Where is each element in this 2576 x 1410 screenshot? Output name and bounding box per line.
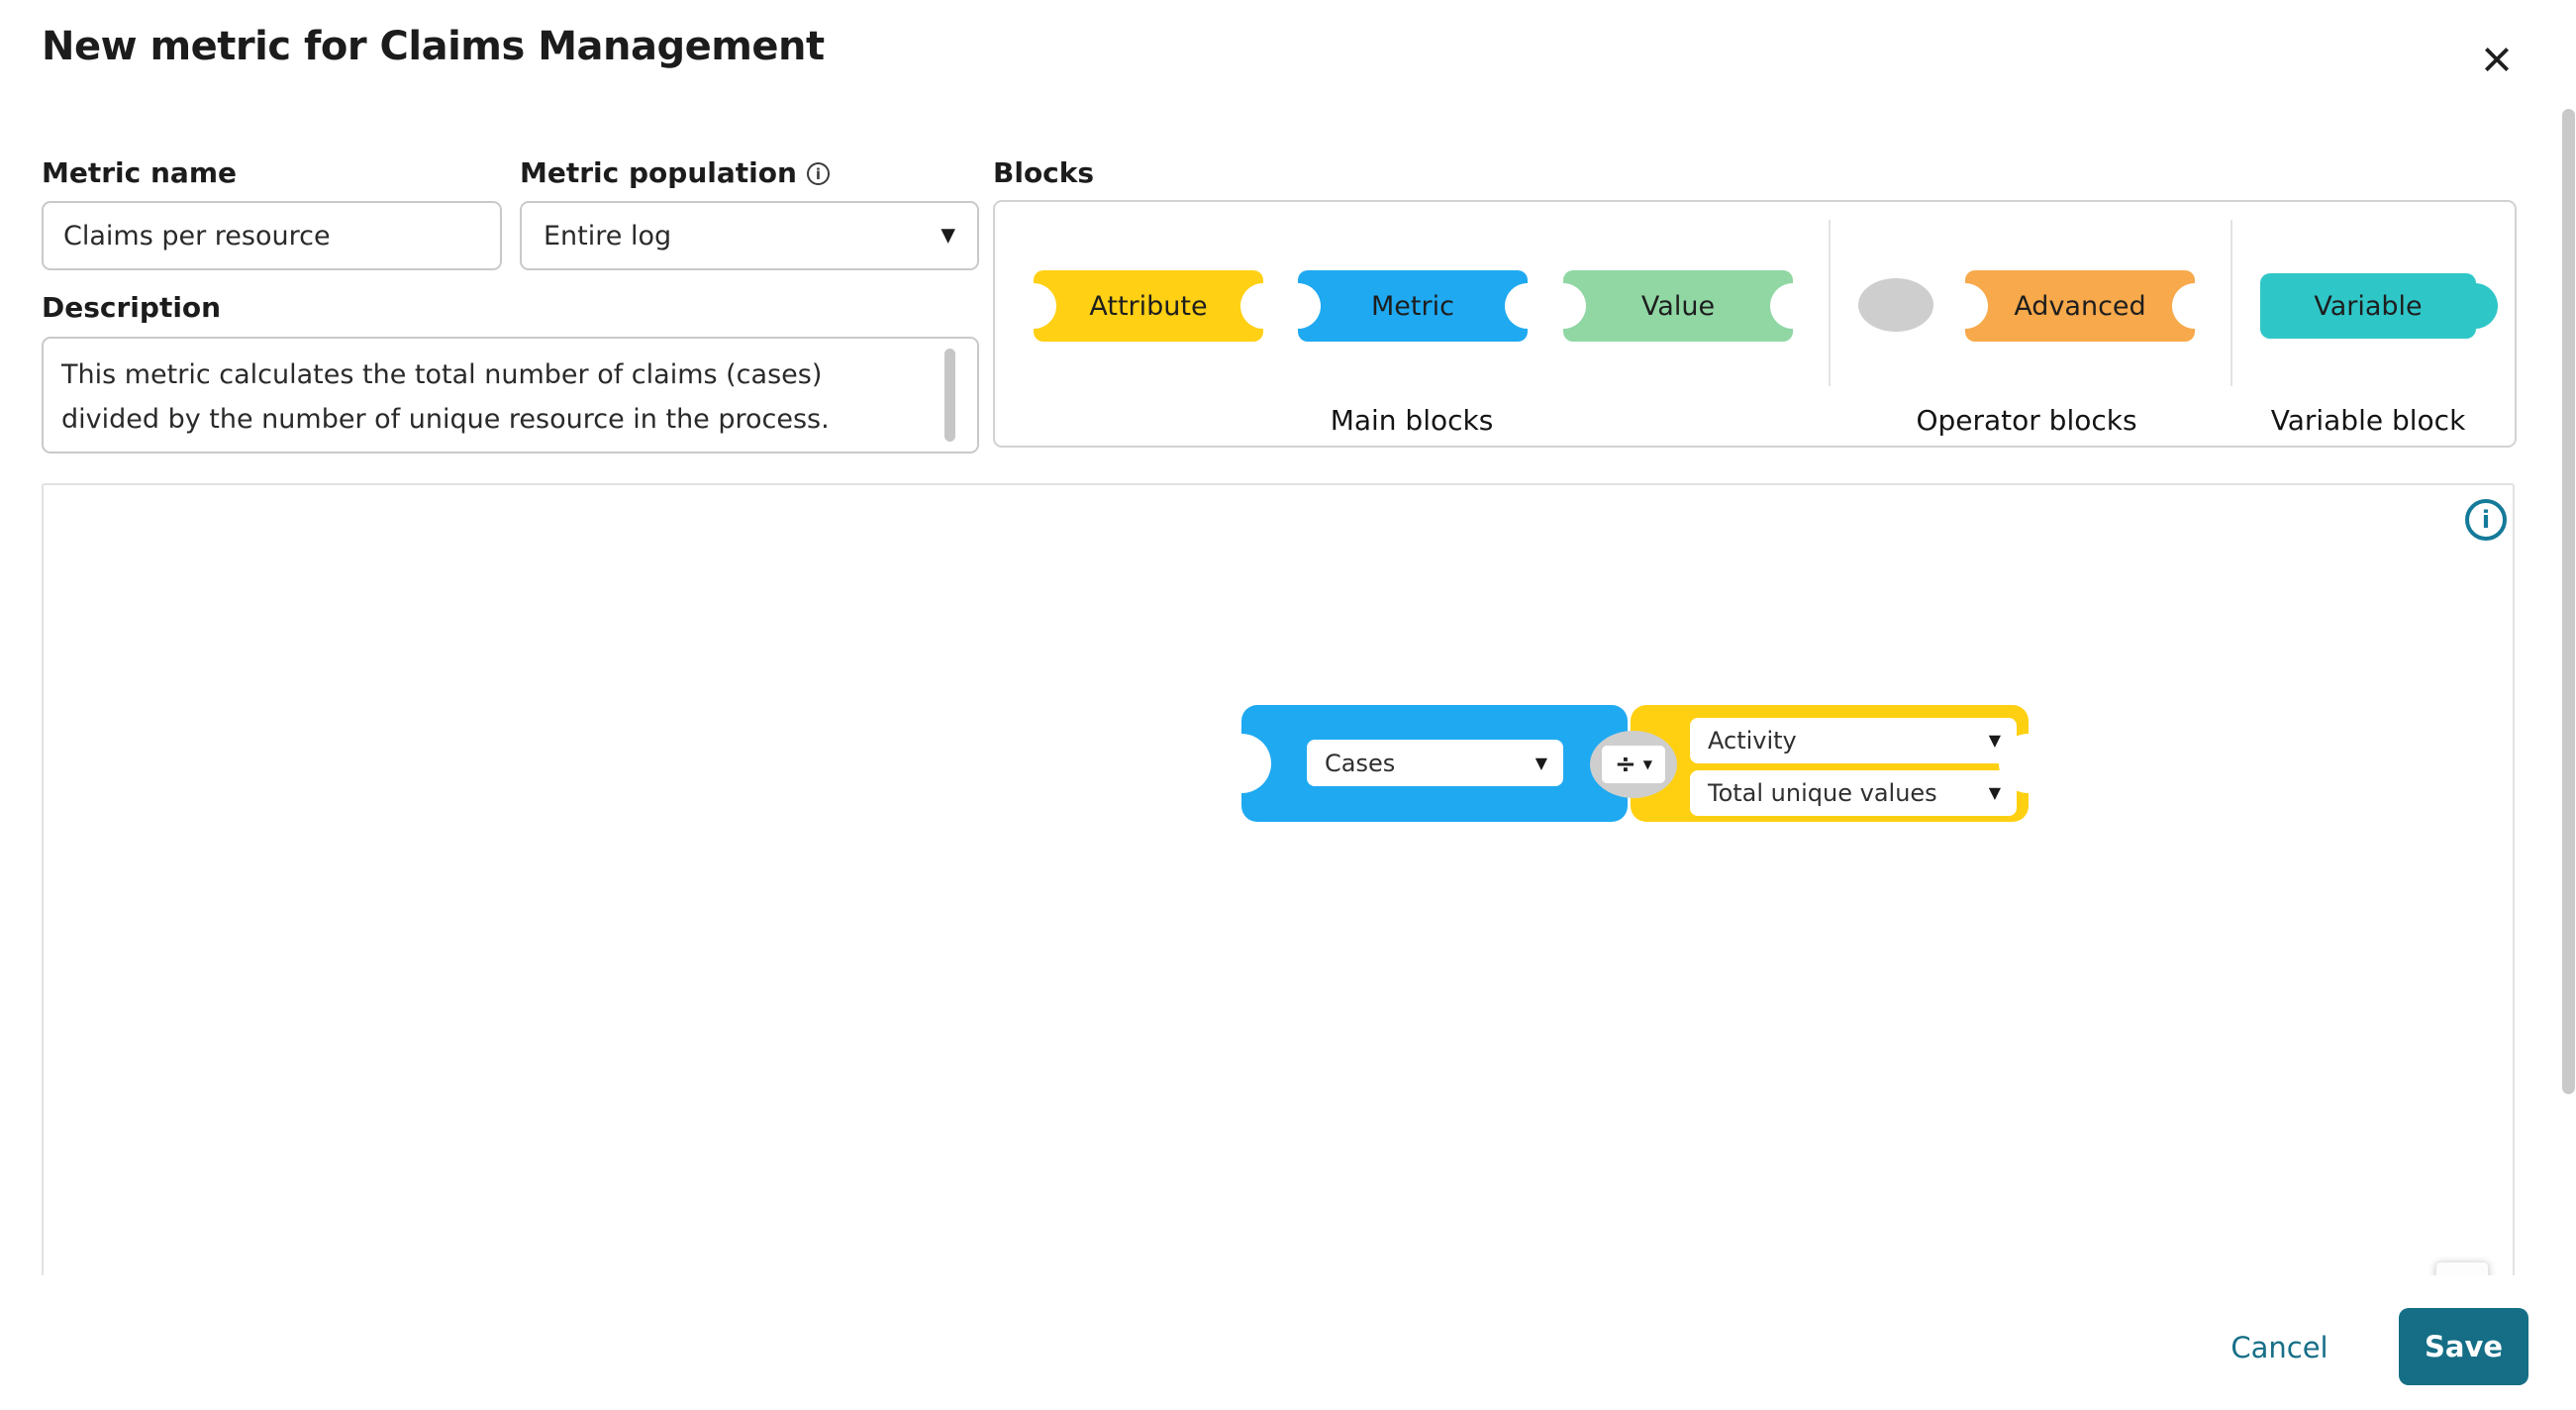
blocks-label: Blocks <box>993 156 1095 189</box>
operator-placeholder-block[interactable] <box>1858 278 1933 332</box>
metric-population-value: Entire log <box>544 220 672 252</box>
metric-name-label: Metric name <box>42 156 237 189</box>
metric-block[interactable]: Cases ▼ <box>1241 705 1628 822</box>
aggregation-dropdown[interactable]: Total unique values ▼ <box>1690 770 2017 816</box>
description-label: Description <box>42 291 222 324</box>
palette-divider <box>1829 220 1831 386</box>
caret-down-icon: ▼ <box>1988 783 2001 802</box>
metric-population-select[interactable]: Entire log ▼ <box>520 201 979 270</box>
group-label-operator-blocks: Operator blocks <box>1916 404 2137 437</box>
palette-block-variable[interactable]: Variable <box>2260 273 2476 339</box>
caret-down-icon: ▼ <box>1988 731 2001 750</box>
operator-dropdown[interactable]: ÷ ▼ <box>1602 746 1665 783</box>
cancel-button[interactable]: Cancel <box>2218 1325 2341 1370</box>
group-label-main-blocks: Main blocks <box>1330 404 1494 437</box>
close-button[interactable]: × <box>2467 30 2526 89</box>
cases-dropdown[interactable]: Cases ▼ <box>1307 740 1563 786</box>
divide-icon: ÷ <box>1614 750 1636 779</box>
palette-divider <box>2230 220 2232 386</box>
modal-title: New metric for Claims Management <box>42 24 825 69</box>
expression-canvas[interactable]: i Cases ▼ Activity ▼ Total unique values… <box>42 483 2515 1275</box>
page-scrollbar-thumb[interactable] <box>2562 109 2575 1094</box>
caret-down-icon: ▼ <box>1535 753 1547 772</box>
save-button[interactable]: Save <box>2399 1308 2528 1385</box>
close-icon: × <box>2481 30 2513 89</box>
caret-down-icon: ▼ <box>1642 757 1653 771</box>
activity-dropdown-value: Activity <box>1708 727 1797 755</box>
palette-block-advanced-label: Advanced <box>2014 290 2146 322</box>
palette-block-metric-label: Metric <box>1371 290 1454 322</box>
group-label-variable-block: Variable block <box>2270 404 2466 437</box>
population-info-icon[interactable]: i <box>806 162 830 185</box>
description-textarea[interactable]: This metric calculates the total number … <box>42 337 979 453</box>
canvas-info-icon[interactable]: i <box>2465 499 2507 541</box>
aggregation-dropdown-value: Total unique values <box>1708 779 1937 807</box>
palette-block-variable-label: Variable <box>2314 290 2423 322</box>
palette-block-metric[interactable]: Metric <box>1298 270 1528 342</box>
palette-block-advanced[interactable]: Advanced <box>1965 270 2195 342</box>
metric-name-input[interactable] <box>42 201 502 270</box>
palette-block-attribute-label: Attribute <box>1089 290 1208 322</box>
attribute-block[interactable]: Activity ▼ Total unique values ▼ <box>1631 705 2029 822</box>
activity-dropdown[interactable]: Activity ▼ <box>1690 718 2017 763</box>
caret-down-icon: ▼ <box>941 224 955 247</box>
textarea-scrollbar-thumb[interactable] <box>944 349 955 442</box>
palette-block-value-label: Value <box>1640 290 1716 322</box>
palette-block-value[interactable]: Value <box>1563 270 1793 342</box>
canvas-control-button[interactable] <box>2435 1261 2489 1275</box>
cases-dropdown-value: Cases <box>1325 749 1396 777</box>
palette-block-attribute[interactable]: Attribute <box>1034 270 1263 342</box>
